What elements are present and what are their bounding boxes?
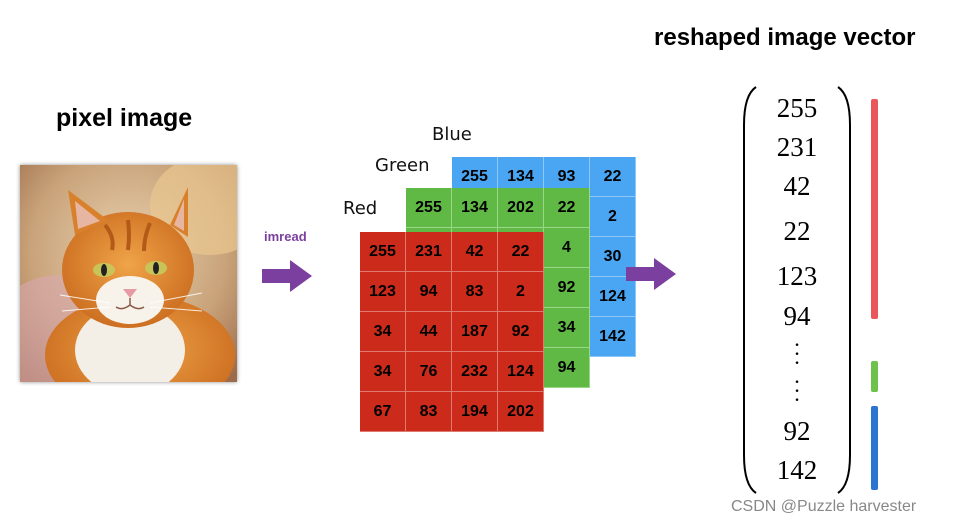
vector-value: 42 <box>783 171 811 201</box>
green-cell: 34 <box>544 308 590 348</box>
vertical-ellipsis: ··· <box>793 369 801 412</box>
right-bracket-icon <box>837 86 851 494</box>
red-channel-label: Red <box>343 198 378 219</box>
imread-label: imread <box>264 229 307 244</box>
green-cell: 4 <box>544 228 590 268</box>
vector-value: 255 <box>776 93 818 123</box>
vector-value: 142 <box>776 455 818 485</box>
red-cell: 22 <box>498 232 544 272</box>
watermark: CSDN @Puzzle harvester <box>731 498 917 515</box>
green-cell: 92 <box>544 268 590 308</box>
vector-title: reshaped image vector <box>654 24 916 51</box>
red-cell: 42 <box>452 232 498 272</box>
red-cell: 202 <box>498 392 544 432</box>
green-cell: 255 <box>406 188 452 228</box>
green-cell: 202 <box>498 188 544 228</box>
red-cell: 255 <box>360 232 406 272</box>
green-channel-bar <box>871 361 878 392</box>
red-cell: 34 <box>360 312 406 352</box>
pixel-image-title: pixel image <box>56 104 193 132</box>
red-cell: 232 <box>452 352 498 392</box>
green-cell: 94 <box>544 348 590 388</box>
red-cell: 94 <box>406 272 452 312</box>
blue-cell: 142 <box>590 317 636 357</box>
vector-value: 22 <box>783 216 811 246</box>
red-cell: 123 <box>360 272 406 312</box>
left-bracket-icon <box>743 86 757 494</box>
red-cell: 194 <box>452 392 498 432</box>
green-cell: 22 <box>544 188 590 228</box>
cat-photo <box>20 165 237 382</box>
vertical-ellipsis: ··· <box>793 332 801 375</box>
red-cell: 124 <box>498 352 544 392</box>
red-cell: 83 <box>452 272 498 312</box>
red-cell: 2 <box>498 272 544 312</box>
red-cell: 83 <box>406 392 452 432</box>
red-cell: 231 <box>406 232 452 272</box>
red-cell: 187 <box>452 312 498 352</box>
imread-arrow-icon <box>262 260 312 292</box>
vector-value: 94 <box>783 301 811 331</box>
cat-illustration <box>20 165 237 382</box>
vector-value: 231 <box>776 132 818 162</box>
red-cell: 76 <box>406 352 452 392</box>
red-cell: 44 <box>406 312 452 352</box>
blue-cell: 22 <box>590 157 636 197</box>
red-cell: 67 <box>360 392 406 432</box>
reshape-arrow-icon <box>626 258 676 290</box>
blue-cell: 124 <box>590 277 636 317</box>
green-channel-label: Green <box>375 155 430 176</box>
vector-value: 92 <box>783 416 811 446</box>
red-cell: 92 <box>498 312 544 352</box>
red-cell: 34 <box>360 352 406 392</box>
green-cell: 134 <box>452 188 498 228</box>
blue-channel-bar <box>871 406 878 490</box>
blue-cell: 2 <box>590 197 636 237</box>
red-channel-bar <box>871 99 878 319</box>
blue-channel-label: Blue <box>432 124 472 145</box>
red-channel-grid: 255 231 42 22 123 94 83 2 34 44 187 92 3… <box>360 232 544 432</box>
vector-value: 123 <box>776 261 818 291</box>
